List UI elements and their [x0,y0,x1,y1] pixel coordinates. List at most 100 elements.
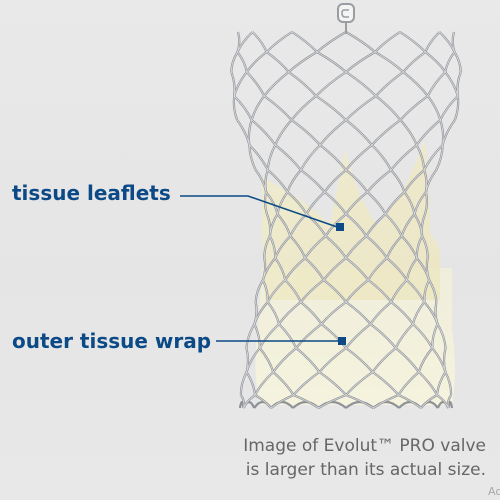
frame-strut-highlight [370,301,392,325]
frame-strut-highlight [319,119,347,146]
frame-strut-highlight [366,235,388,259]
frame-strut-highlight [287,191,307,215]
frame-strut [245,71,266,97]
frame-strut [251,31,268,53]
frame-strut-highlight [266,51,290,73]
frame-strut [233,71,248,97]
frame-strut-highlight [454,51,462,73]
frame-strut-highlight [435,144,444,171]
frame-strut-highlight [264,191,268,215]
frame-strut [390,169,406,193]
frame-strut-highlight [316,31,347,53]
frame-strut-highlight [345,119,373,146]
frame-strut-highlight [246,71,265,97]
frame-strut-highlight [431,323,439,349]
frame-strut-highlight [345,394,374,409]
frame-strut-highlight [266,31,293,53]
frame-strut-highlight [306,191,325,215]
frame-strut-highlight [406,257,418,281]
frame-strut-highlight [404,169,425,193]
frame-strut-highlight [262,279,269,303]
frame-strut-highlight [237,31,253,53]
frame-strut [444,51,456,73]
frame-strut-highlight [263,71,289,97]
frame-strut-highlight [269,235,276,259]
frame-strut [236,51,248,73]
frame-strut-highlight [412,301,425,325]
frame-strut-highlight [324,169,347,193]
frame-strut-highlight [444,371,452,396]
frame-strut-highlight [300,301,322,325]
frame-strut-highlight [371,119,401,146]
frame-strut [319,144,347,171]
frame-strut-highlight [443,347,447,373]
frame-strut-highlight [267,169,288,193]
frame-strut-highlight [318,394,347,409]
frame-strut-highlight [284,257,306,281]
frame-strut-highlight [275,144,302,171]
frame-strut-highlight [398,394,422,409]
frame-strut-highlight [399,31,426,53]
frame-strut-highlight [452,31,455,53]
frame-strut-highlight [456,71,462,97]
frame-strut-highlight [249,144,269,171]
frame-strut-highlight [245,323,255,349]
frame-strut [424,51,447,73]
frame-strut-highlight [424,31,440,53]
frame-strut [266,144,277,171]
frame-strut-highlight [386,235,403,259]
frame-strut [345,144,373,171]
frame-strut [415,119,442,146]
frame-strut [239,371,248,396]
frame-strut-highlight [345,169,368,193]
frame-strut [402,71,429,97]
frame-strut [245,371,257,396]
frame-strut-highlight [233,95,238,121]
corner-cutoff-text: Ac [488,485,500,498]
frame-strut [426,71,447,97]
caption-line-2: is larger than its actual size. [245,460,486,480]
frame-strut-highlight [321,323,347,349]
frame-strut-highlight [423,279,430,303]
frame-strut-highlight [300,279,324,303]
frame-strut-highlight [277,191,288,215]
frame-strut-highlight [315,95,347,121]
frame-strut-highlight [345,235,367,259]
frame-strut-highlight [248,144,257,171]
size-disclaimer-caption: Image of Evolut™ PRO valve is larger tha… [166,434,486,482]
frame-strut-highlight [319,144,347,171]
frame-strut-highlight [291,31,318,53]
frame-strut-highlight [233,95,253,121]
frame-strut [371,144,393,171]
frame-strut [265,51,290,73]
frame-strut-highlight [416,144,425,171]
frame-strut-highlight [325,213,347,237]
frame-strut [305,191,326,215]
frame-strut-highlight [295,347,320,373]
frame-strut-highlight [270,394,294,409]
frame-strut-highlight [345,257,369,281]
frame-strut-highlight [386,257,408,281]
frame-strut-highlight [345,95,377,121]
frame-strut [299,144,321,171]
frame-strut [245,51,268,73]
frame-strut-highlight [372,371,399,396]
leaflets-leader-line [180,195,341,229]
frame-strut-highlight [395,323,414,349]
frame-strut-highlight [289,235,306,259]
frame-strut-highlight [395,347,420,373]
frame-strut-highlight [425,169,437,193]
frame-strut-highlight [401,213,415,237]
frame-strut-highlight [374,51,404,73]
frame-strut-highlight [291,119,321,146]
frame-strut-highlight [424,191,428,215]
frame-strut-highlight [418,347,433,373]
frame-strut-highlight [265,191,278,215]
frame-strut [236,119,251,146]
frame-strut-highlight [274,119,292,146]
frame-strut-highlight [254,394,272,409]
frame-strut-highlight [291,95,317,121]
frame-strut-highlight [284,279,302,303]
frame-strut-highlight [414,191,427,215]
frame-highlight [230,31,462,409]
